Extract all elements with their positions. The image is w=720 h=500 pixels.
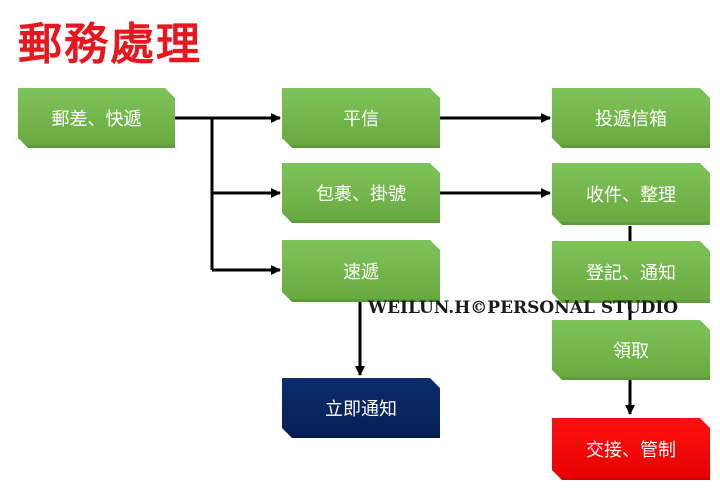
node-ordinary-mail-label: 平信 xyxy=(343,109,379,130)
node-express-label: 速遞 xyxy=(343,262,379,283)
node-mailbox: 投遞信箱 xyxy=(552,88,710,148)
node-immediate-notice-label: 立即通知 xyxy=(325,399,397,420)
node-ordinary-mail: 平信 xyxy=(282,88,440,148)
node-parcel-registered: 包裹、掛號 xyxy=(282,163,440,223)
node-handover-control-label: 交接、管制 xyxy=(586,440,676,461)
node-collect: 領取 xyxy=(552,320,710,380)
node-receive-sort-label: 收件、整理 xyxy=(586,185,676,206)
watermark-text: WEILUN.H©PERSONAL STUDIO xyxy=(368,298,679,318)
node-mailbox-label: 投遞信箱 xyxy=(595,109,667,130)
node-receive-sort: 收件、整理 xyxy=(552,163,710,225)
node-register-notify: 登記、通知 xyxy=(552,241,710,303)
node-immediate-notice: 立即通知 xyxy=(282,378,440,438)
node-express: 速遞 xyxy=(282,240,440,302)
node-parcel-registered-label: 包裹、掛號 xyxy=(316,184,406,205)
node-source-label: 郵差、快遞 xyxy=(51,109,142,130)
node-source: 郵差、快遞 xyxy=(18,88,175,148)
node-register-notify-label: 登記、通知 xyxy=(586,263,676,284)
node-collect-label: 領取 xyxy=(613,341,649,362)
node-handover-control: 交接、管制 xyxy=(552,418,710,480)
page-title: 郵務處理 xyxy=(18,19,202,70)
